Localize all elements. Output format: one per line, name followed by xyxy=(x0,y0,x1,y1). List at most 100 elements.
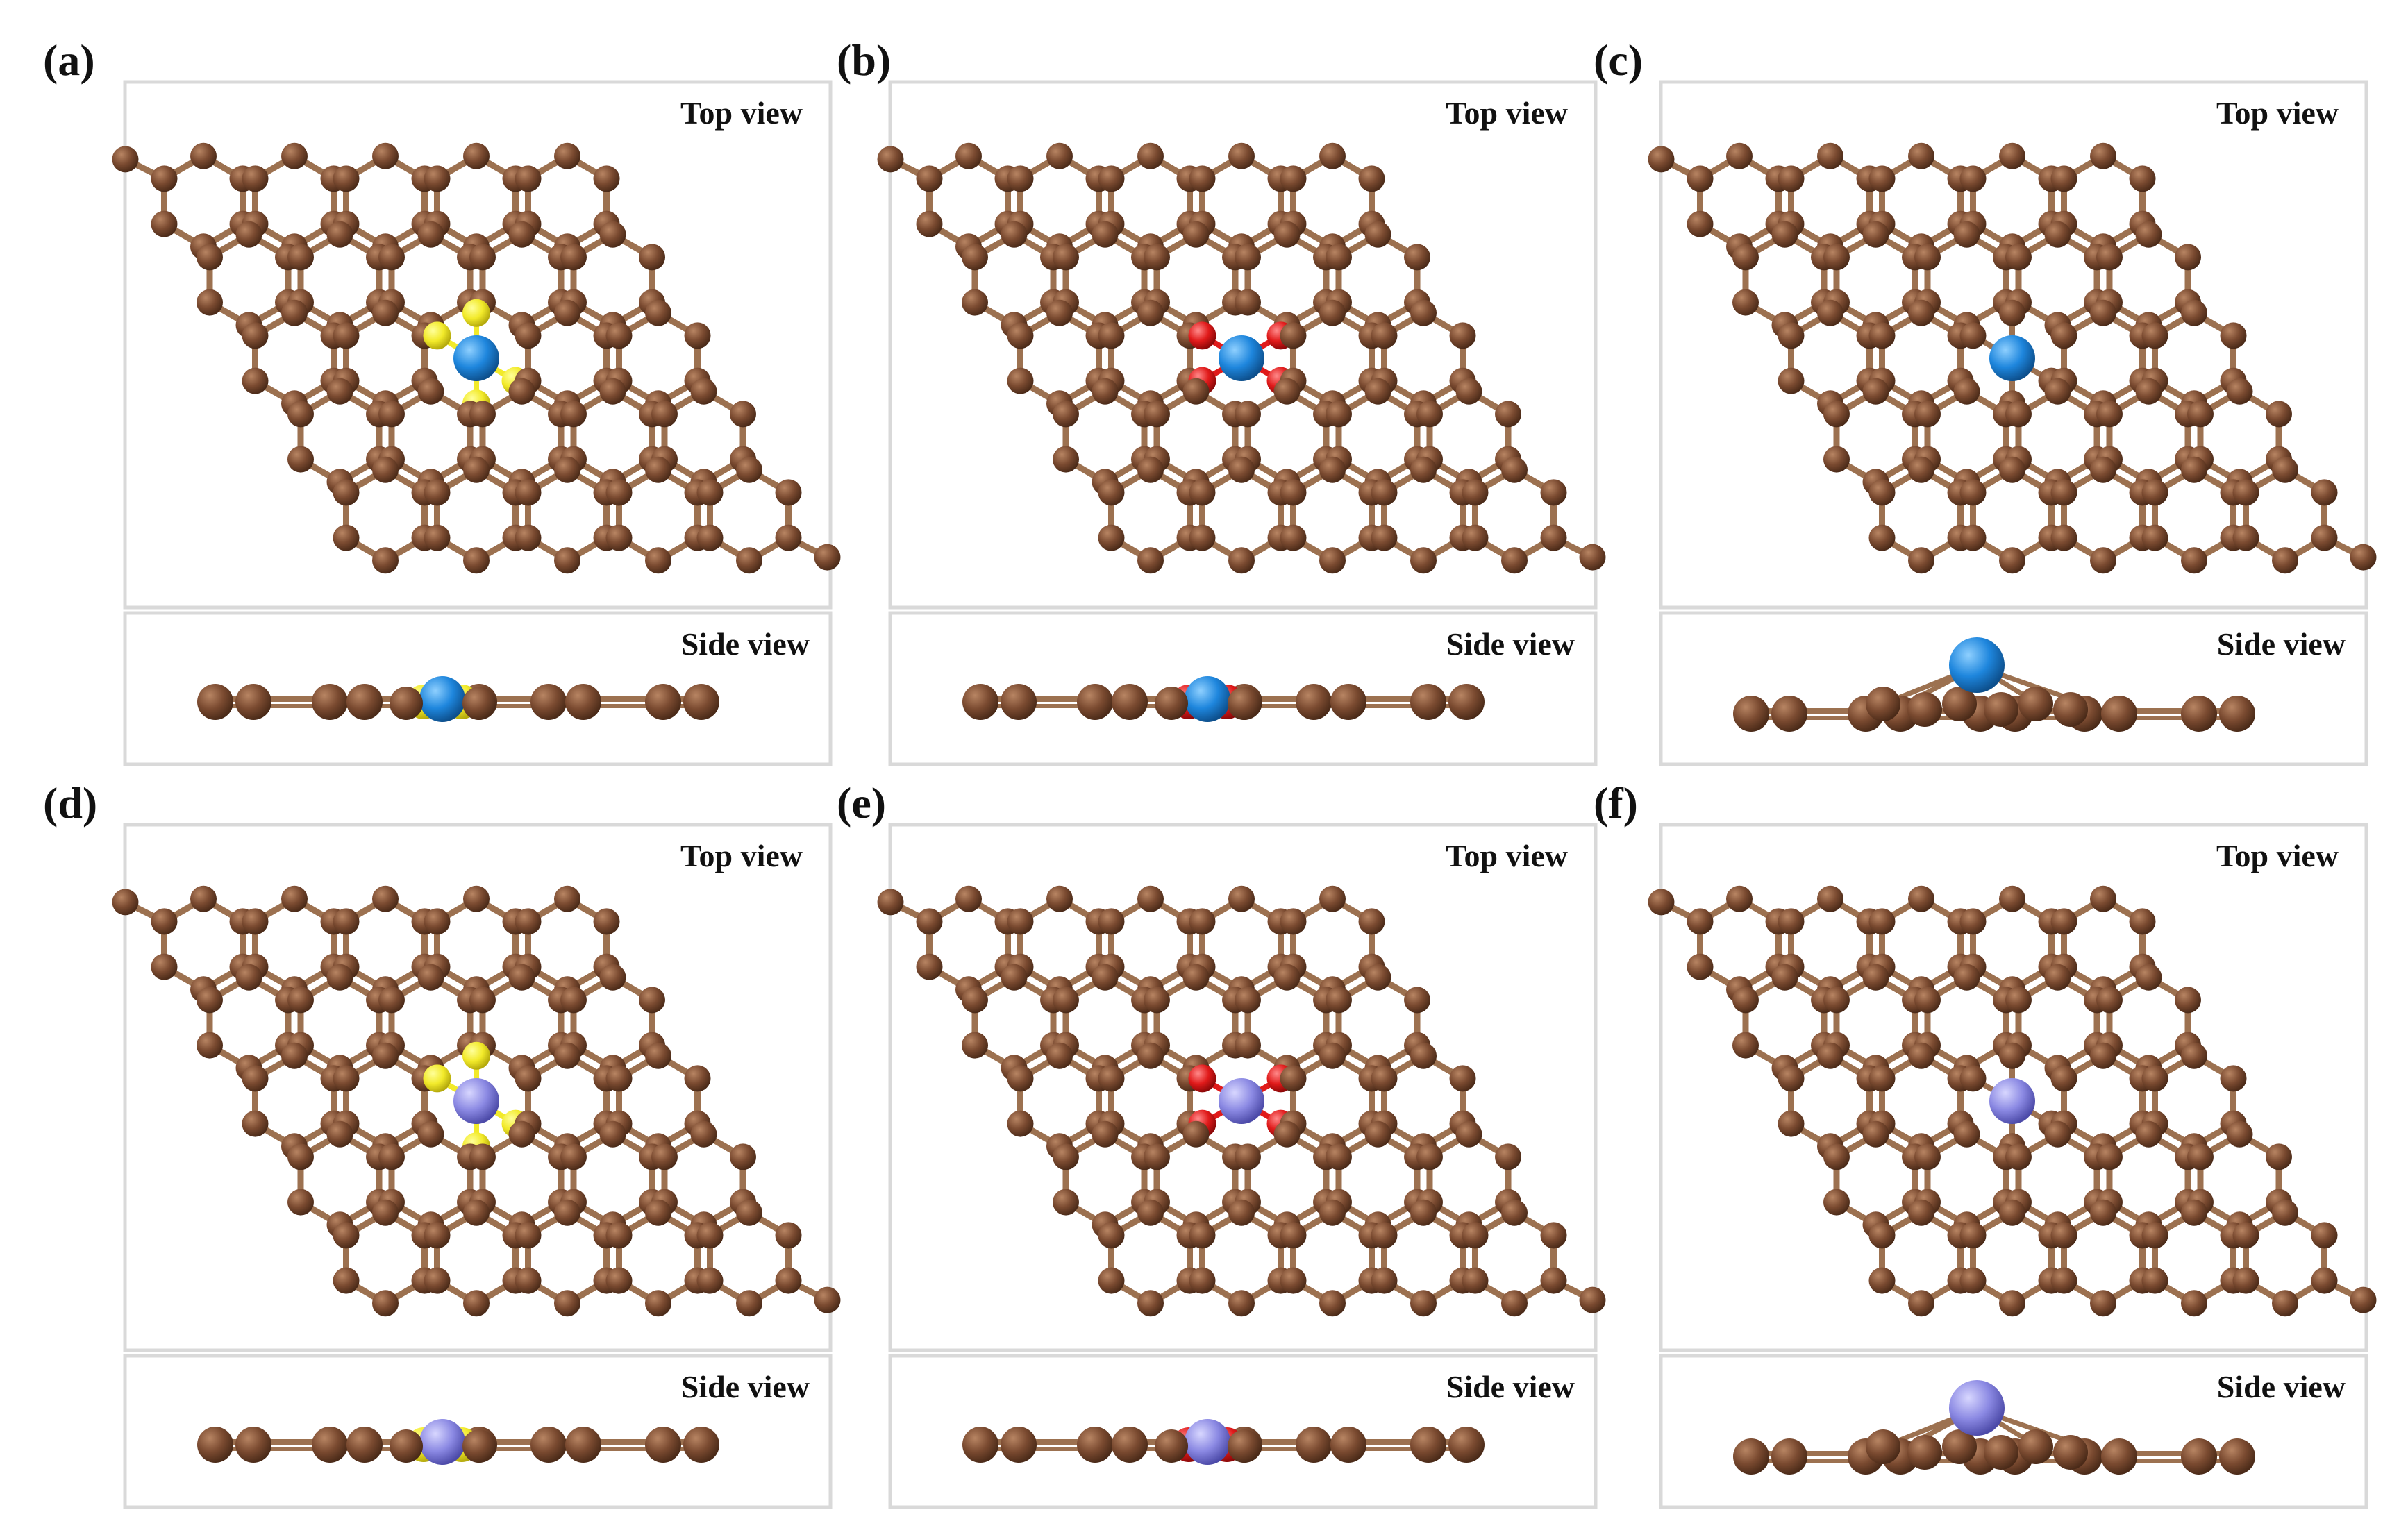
carbon-atom xyxy=(2181,1042,2207,1069)
carbon-atom xyxy=(1234,1143,1261,1170)
carbon-atom xyxy=(775,1267,802,1294)
carbon-atom xyxy=(2311,1267,2338,1294)
metal-atom xyxy=(1185,676,1230,722)
carbon-atom xyxy=(1143,244,1170,271)
side-view-label: Side view xyxy=(1446,626,1575,662)
carbon-atom xyxy=(639,987,666,1014)
carbon-atom xyxy=(287,244,314,271)
carbon-atom xyxy=(1189,1222,1216,1249)
carbon-atom xyxy=(565,1427,601,1463)
carbon-atom xyxy=(515,524,542,551)
side-view-label: Side view xyxy=(681,1369,810,1404)
metal-atom xyxy=(1219,335,1264,381)
carbon-atom xyxy=(1984,1435,2018,1470)
carbon-atom xyxy=(955,142,982,169)
carbon-atom xyxy=(1052,446,1079,473)
side-view-label: Side view xyxy=(2217,1369,2346,1404)
carbon-atom xyxy=(242,322,269,349)
carbon-atom xyxy=(469,244,496,271)
carbon-atom xyxy=(565,684,601,720)
carbon-atom xyxy=(2266,1143,2293,1170)
carbon-atom xyxy=(683,1427,719,1463)
side-view-lattice xyxy=(1733,1380,2255,1475)
carbon-atom xyxy=(1823,1189,1850,1216)
carbon-atom xyxy=(424,908,451,935)
sulfur-atom xyxy=(423,321,451,350)
carbon-atom xyxy=(736,547,762,574)
carbon-atom xyxy=(1137,456,1164,483)
carbon-atom xyxy=(424,524,451,551)
carbon-atom xyxy=(961,987,988,1014)
carbon-atom xyxy=(2096,244,2123,271)
carbon-atom xyxy=(2141,1222,2168,1249)
carbon-atom xyxy=(1959,322,1987,349)
side-view-label: Side view xyxy=(1446,1369,1575,1404)
carbon-atom xyxy=(1410,684,1446,720)
carbon-atom xyxy=(1908,1042,1934,1069)
carbon-atom xyxy=(1908,547,1934,574)
carbon-atom xyxy=(1771,696,1807,732)
carbon-atom xyxy=(1495,401,1522,428)
carbon-atom xyxy=(645,456,671,483)
carbon-atom xyxy=(287,1143,314,1170)
carbon-atom xyxy=(1868,165,1896,192)
carbon-atom xyxy=(2141,524,2168,551)
carbon-atom xyxy=(1501,456,1528,483)
carbon-atom xyxy=(1726,142,1753,169)
carbon-atom xyxy=(1959,165,1987,192)
carbon-atom xyxy=(1189,524,1216,551)
carbon-atom xyxy=(1007,908,1034,935)
top-view-lattice xyxy=(877,885,1606,1317)
carbon-atom xyxy=(775,479,802,506)
carbon-atom xyxy=(1364,964,1391,991)
carbon-atom xyxy=(515,165,542,192)
carbon-atom xyxy=(1228,547,1255,574)
carbon-atom xyxy=(417,964,444,991)
carbon-atom xyxy=(2187,401,2214,428)
carbon-atom xyxy=(1823,401,1850,428)
carbon-atom xyxy=(599,378,626,405)
carbon-atom xyxy=(1280,1065,1307,1092)
carbon-atom xyxy=(1732,1032,1759,1059)
carbon-atom xyxy=(378,1143,405,1170)
carbon-atom xyxy=(1540,479,1567,506)
carbon-atom xyxy=(2135,964,2162,991)
carbon-atom xyxy=(961,244,988,271)
carbon-atom xyxy=(1448,684,1485,720)
carbon-atom xyxy=(2101,696,2137,732)
side-view-lattice xyxy=(197,1419,719,1465)
carbon-atom xyxy=(2311,524,2338,551)
carbon-atom xyxy=(372,547,399,574)
carbon-atom xyxy=(696,524,724,551)
carbon-atom xyxy=(2135,221,2162,248)
carbon-atom xyxy=(1182,964,1210,991)
carbon-atom xyxy=(242,165,269,192)
carbon-atom xyxy=(1732,244,1759,271)
carbon-atom xyxy=(1823,987,1850,1014)
carbon-atom xyxy=(463,885,490,912)
carbon-atom xyxy=(2232,1222,2259,1249)
metal-atom xyxy=(1949,1380,2005,1436)
carbon-atom xyxy=(1410,1042,1437,1069)
carbon-atom xyxy=(1495,1143,1522,1170)
carbon-atom xyxy=(1007,1065,1034,1092)
carbon-atom xyxy=(1228,687,1261,720)
carbon-atom xyxy=(1999,299,2025,326)
panel-label-c: (c) xyxy=(1594,35,1643,85)
carbon-atom xyxy=(916,165,943,192)
top-view-label: Top view xyxy=(2216,838,2339,873)
carbon-atom xyxy=(2272,1199,2298,1226)
carbon-atom xyxy=(1455,378,1482,405)
carbon-atom xyxy=(1410,1199,1437,1226)
carbon-atom xyxy=(1280,908,1307,935)
carbon-atom xyxy=(1273,1120,1301,1148)
carbon-atom xyxy=(508,378,535,405)
carbon-atom xyxy=(1687,953,1714,980)
carbon-atom xyxy=(1189,908,1216,935)
carbon-atom xyxy=(2096,401,2123,428)
carbon-atom xyxy=(2101,1438,2137,1475)
carbon-atom xyxy=(190,885,217,912)
carbon-atom xyxy=(1092,964,1119,991)
carbon-atom xyxy=(955,885,982,912)
carbon-atom xyxy=(1868,1267,1896,1294)
